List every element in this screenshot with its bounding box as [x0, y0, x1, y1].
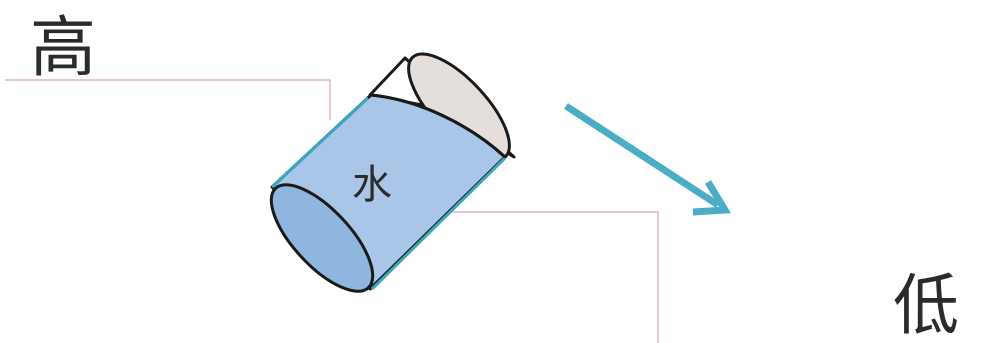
- step-outline: [5, 79, 331, 120]
- step-outline-lower: [440, 211, 659, 343]
- flow-arrow: [564, 103, 731, 216]
- label-water: 水: [352, 162, 392, 208]
- tilted-cup: 水: [269, 52, 516, 293]
- cup-bottom: [269, 183, 375, 293]
- label-high: 高: [30, 9, 96, 86]
- water-surface: [370, 93, 507, 159]
- cup-edge-accent-left: [270, 96, 370, 189]
- flow-arrow-shaft: [564, 103, 720, 208]
- flow-arrow-head: [692, 180, 731, 216]
- label-low: 低: [893, 267, 959, 343]
- cup-edge-accent-right: [370, 156, 507, 291]
